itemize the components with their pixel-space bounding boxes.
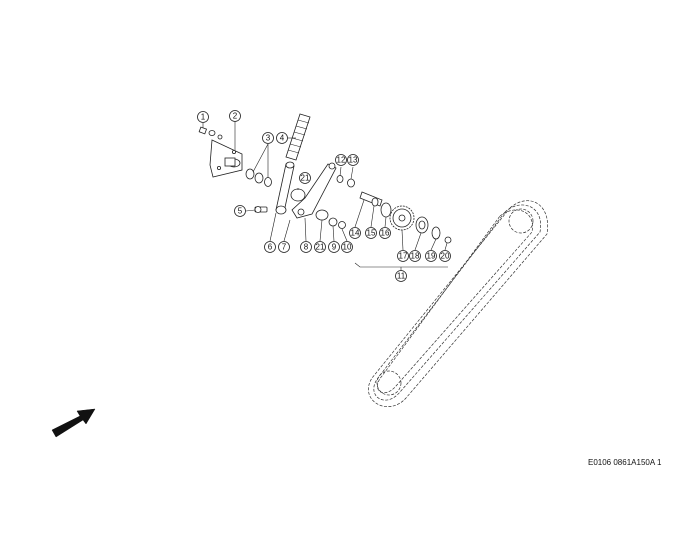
svg-text:2: 2	[233, 112, 238, 121]
callout-21-upper: 21	[299, 172, 311, 184]
callout-8: 8	[300, 241, 312, 253]
svg-text:7: 7	[282, 243, 287, 252]
callout-18: 18	[409, 250, 421, 262]
svg-text:8: 8	[304, 243, 309, 252]
svg-text:1: 1	[201, 113, 206, 122]
spacer-upper	[290, 188, 306, 202]
reference-code: E0106 0861A150A 1	[588, 458, 662, 467]
lever-arm	[275, 161, 295, 215]
callout-20: 20	[439, 250, 451, 262]
svg-text:14: 14	[351, 229, 360, 238]
callout-3: 3	[262, 132, 274, 144]
svg-text:20: 20	[441, 252, 450, 261]
direction-arrow-icon	[51, 408, 96, 438]
callout-15: 15	[365, 227, 377, 239]
svg-text:15: 15	[367, 229, 376, 238]
callout-14: 14	[349, 227, 361, 239]
svg-text:3: 3	[266, 134, 271, 143]
tension-arm	[291, 162, 337, 219]
svg-text:12: 12	[337, 156, 346, 165]
ring-part	[380, 202, 392, 218]
drive-chain	[368, 200, 549, 408]
svg-text:16: 16	[381, 229, 390, 238]
callout-17: 17	[397, 250, 409, 262]
leader-lines	[202, 121, 448, 271]
callout-6: 6	[264, 241, 276, 253]
callout-9: 9	[328, 241, 340, 253]
svg-text:5: 5	[238, 207, 243, 216]
screw-part	[198, 126, 223, 140]
circlip-part	[431, 226, 452, 244]
bracket-plate	[209, 139, 243, 178]
shaft-part	[359, 191, 383, 207]
callout-7: 7	[278, 241, 290, 253]
spring-part	[285, 113, 311, 161]
callout-2: 2	[229, 110, 241, 122]
callout-12: 12	[335, 154, 347, 166]
callout-13: 13	[347, 154, 359, 166]
sprocket-part	[389, 205, 415, 231]
svg-text:17: 17	[399, 252, 408, 261]
callout-11: 11	[395, 270, 407, 282]
svg-text:9: 9	[332, 243, 337, 252]
callout-21-lower: 21	[314, 241, 326, 253]
callout-19: 19	[425, 250, 437, 262]
callout-1: 1	[197, 111, 209, 123]
bearing-part	[415, 216, 429, 234]
svg-text:18: 18	[411, 252, 420, 261]
small-washers	[336, 175, 355, 188]
callout-labels: 1 2 3 4 5 6 7 8 21 9 10 11 12 13 14 15 1…	[197, 110, 451, 282]
svg-text:21: 21	[301, 174, 310, 183]
svg-text:6: 6	[268, 243, 273, 252]
callout-4: 4	[276, 132, 288, 144]
callout-10: 10	[341, 241, 353, 253]
svg-text:13: 13	[349, 156, 358, 165]
callout-16: 16	[379, 227, 391, 239]
svg-text:10: 10	[343, 243, 352, 252]
washer-set	[245, 168, 272, 187]
callout-5: 5	[234, 205, 246, 217]
svg-text:19: 19	[427, 252, 436, 261]
spacer-lower	[315, 209, 346, 229]
svg-text:11: 11	[397, 272, 406, 281]
svg-text:4: 4	[280, 134, 285, 143]
bolt-part	[254, 206, 268, 213]
svg-text:21: 21	[316, 243, 325, 252]
